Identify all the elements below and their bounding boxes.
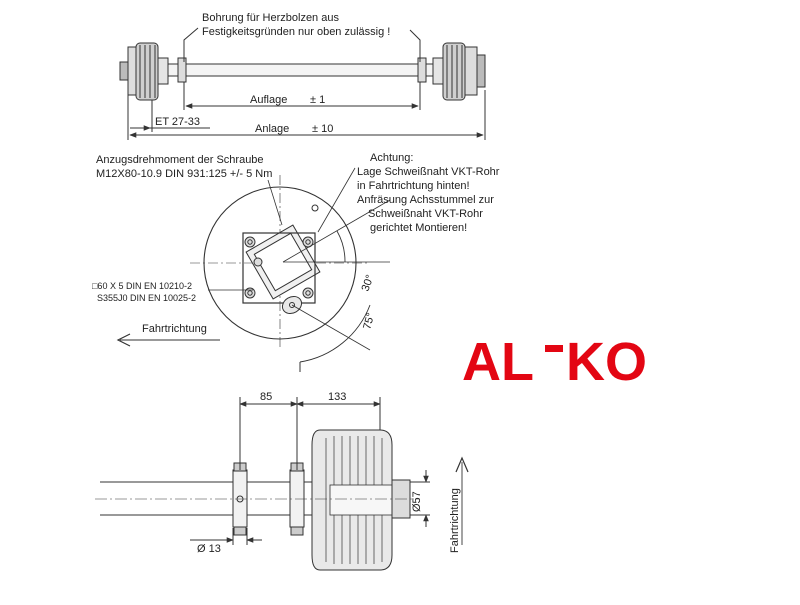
dim-13-label: Ø 13	[197, 543, 221, 555]
axle-top-view	[119, 27, 486, 140]
left-wheel-hub	[119, 42, 169, 101]
note-line-1: Bohrung für Herzbolzen aus	[202, 12, 339, 24]
auflage-label: Auflage	[250, 94, 287, 106]
logo-dash	[545, 345, 563, 352]
auflage-tolerance: ± 1	[310, 94, 325, 106]
bolt-heads	[244, 236, 314, 299]
torque-line-2: M12X80-10.9 DIN 931:125 +/- 5 Nm	[96, 168, 272, 180]
alko-logo: AL KO	[462, 332, 647, 392]
warning-line-3: in Fahrtrichtung hinten!	[357, 180, 470, 192]
dim-85-label: 85	[260, 391, 272, 403]
direction-label-middle: Fahrtrichtung	[142, 323, 207, 335]
torque-line-1: Anzugsdrehmoment der Schraube	[96, 154, 264, 166]
direction-label-bottom: Fahrtrichtung	[449, 488, 461, 553]
flange-side-view	[116, 167, 391, 372]
hub-detail-view	[95, 397, 469, 571]
warning-line-1: Achtung:	[370, 152, 413, 164]
dim-57-label: Ø57	[411, 491, 423, 512]
warning-line-2: Lage Schweißnaht VKT-Rohr	[357, 166, 500, 178]
anlage-tolerance: ± 10	[312, 123, 333, 135]
warning-line-5: Schweißnaht VKT-Rohr	[368, 208, 483, 220]
warning-line-6: gerichtet Montieren!	[370, 222, 467, 234]
tube-spec-line-2: S355J0 DIN EN 10025-2	[97, 293, 196, 303]
logo-text-al: AL	[462, 332, 534, 392]
tube-spec-line-1: □60 X 5 DIN EN 10210-2	[92, 281, 192, 291]
right-wheel-hub	[432, 42, 486, 101]
warning-line-4: Anfräsung Achsstummel zur	[357, 194, 494, 206]
axle-beam	[167, 63, 434, 77]
dim-133-label: 133	[328, 391, 346, 403]
note-line-2: Festigkeitsgründen nur oben zulässig !	[202, 26, 390, 38]
et-label: ET 27-33	[155, 116, 200, 128]
anlage-label: Anlage	[255, 123, 289, 135]
logo-text-ko: KO	[566, 332, 647, 392]
angle-30-label: 30°	[360, 273, 377, 293]
angle-75-label: 75°	[361, 312, 377, 331]
